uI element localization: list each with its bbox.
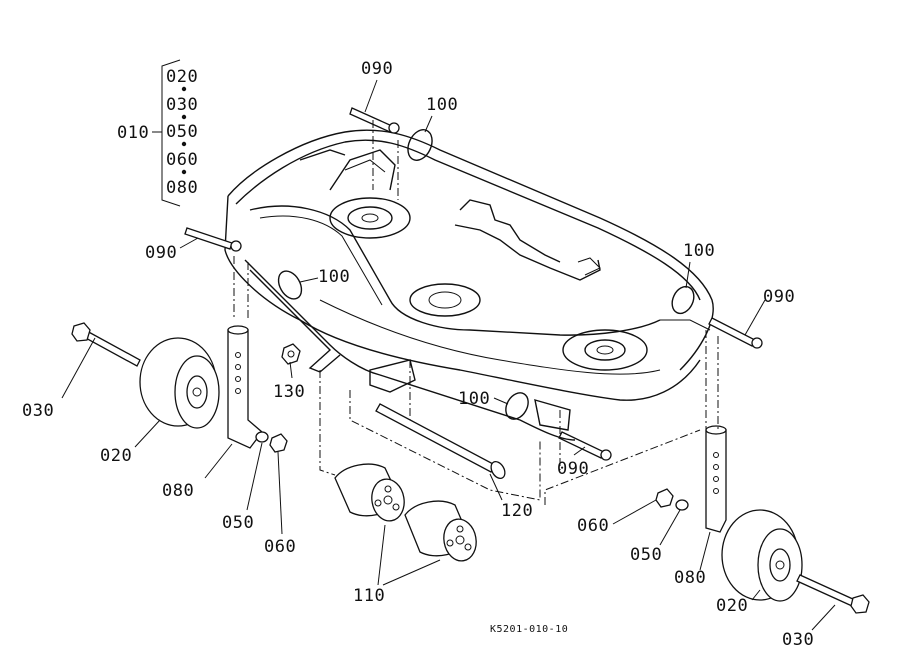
bolt-030-left <box>71 322 141 367</box>
caster-arm-080-right <box>705 425 727 533</box>
snap-ring-100-left <box>277 270 303 300</box>
washer-050-right <box>675 499 689 511</box>
label-090-mid: 090 <box>557 459 589 479</box>
nut-060-right <box>655 488 674 508</box>
label-060-right: 060 <box>577 516 609 536</box>
label-110: 110 <box>353 586 385 606</box>
label-100-mid: 100 <box>458 389 490 409</box>
label-050-right: 050 <box>630 545 662 565</box>
nut-130 <box>281 343 301 365</box>
group-item-080: 080 <box>166 178 198 198</box>
washer-050-left <box>255 431 269 443</box>
leader-lines <box>61 79 836 631</box>
label-050-left: 050 <box>222 513 254 533</box>
group-item-050: 050 <box>166 122 198 142</box>
bolt-030-right <box>796 574 870 614</box>
label-090-top: 090 <box>361 59 393 79</box>
label-080-right: 080 <box>674 568 706 588</box>
label-060-left: 060 <box>264 537 296 557</box>
pin-090-mid <box>558 431 612 461</box>
snap-ring-100-right <box>671 285 695 315</box>
label-090-left: 090 <box>145 243 177 263</box>
group-bracket <box>152 59 187 207</box>
group-item-020: 020 <box>166 67 198 87</box>
group-item-030: 030 <box>166 95 198 115</box>
label-130: 130 <box>273 382 305 402</box>
assembly-lines <box>233 120 719 505</box>
diagram-code: K5201-010-10 <box>490 624 568 635</box>
label-090-right: 090 <box>763 287 795 307</box>
hitch-bar <box>244 259 576 441</box>
label-100-top: 100 <box>426 95 458 115</box>
snap-ring-100-top <box>407 129 433 161</box>
snap-ring-100-mid <box>505 392 529 420</box>
label-020-left: 020 <box>100 446 132 466</box>
label-120: 120 <box>501 501 533 521</box>
wheel-020-left <box>139 337 220 429</box>
label-030-right: 030 <box>782 630 814 650</box>
label-030-left: 030 <box>22 401 54 421</box>
long-bolt-120 <box>375 403 506 480</box>
wheel-020-right <box>721 509 803 602</box>
label-080-left: 080 <box>162 481 194 501</box>
pin-090-top <box>349 107 400 134</box>
label-100-right: 100 <box>683 241 715 261</box>
roller-110-a <box>334 463 405 522</box>
pin-090-right <box>708 317 763 349</box>
label-020-right: 020 <box>716 596 748 616</box>
roller-110-b <box>404 500 477 562</box>
label-100-left: 100 <box>318 267 350 287</box>
nut-060-left <box>269 433 288 453</box>
group-item-060: 060 <box>166 150 198 170</box>
group-label-010: 010 <box>117 123 149 143</box>
mower-deck <box>224 129 714 401</box>
caster-arm-080-left <box>227 325 263 449</box>
pin-090-left <box>184 227 242 252</box>
